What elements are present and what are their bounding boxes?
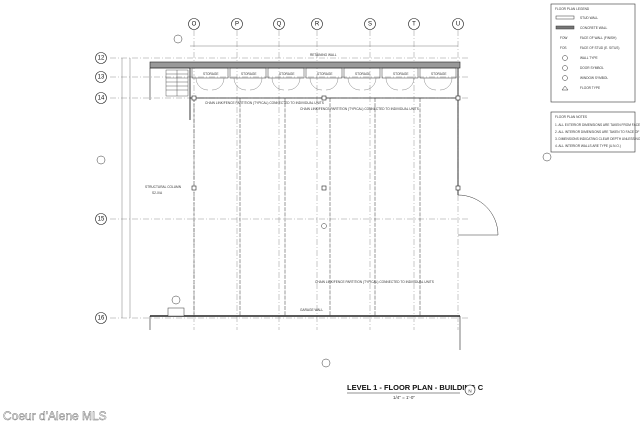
legend-symbol (562, 65, 568, 71)
retaining-wall-label: RETAINING WALL (310, 53, 337, 57)
overhead-door-swing (457, 194, 499, 236)
storage-room (191, 67, 229, 79)
mid-note: CHAIN LINK/FENCE PARTITION (TYPICAL) CON… (315, 280, 434, 284)
legend-code: FOW (560, 36, 567, 40)
legend-swatch (555, 25, 575, 30)
storage-label: STORAGE (279, 72, 295, 76)
grid-bubble-col (364, 18, 376, 30)
legend-item-label: STUD WALL (580, 16, 598, 20)
door-swing (309, 77, 339, 91)
drawing-title-block: LEVEL 1 - FLOOR PLAN - BUILDING C 1/4" =… (347, 383, 484, 400)
section-marks (96, 34, 552, 368)
grid-bubble-col (408, 18, 420, 30)
legend-item-label: FLOOR TYPE (580, 86, 600, 90)
grid-row-label: 13 (98, 75, 105, 81)
grid-bubble-row (95, 213, 107, 225)
column-marker (455, 95, 461, 101)
legend-box: FLOOR PLAN LEGEND STUD WALL CONCRETE WALL… (550, 3, 636, 103)
column-marker (191, 185, 197, 191)
storage-room (229, 67, 267, 79)
storage-label: STORAGE (203, 72, 219, 76)
storage-room (343, 67, 381, 79)
legend-item-label: WALL TYPE (580, 56, 598, 60)
grid-col-label: O (192, 22, 197, 28)
grid-bubbles: O P Q R S T U 12 13 14 15 16 (95, 18, 464, 324)
legend-item-label: CONCRETE WALL (580, 26, 608, 30)
grid-bubble-row (95, 92, 107, 104)
notes-box: FLOOR PLAN NOTES 1. ALL EXTERIOR DIMENSI… (550, 111, 640, 153)
column-marker (191, 95, 197, 101)
grid-col-label: R (315, 22, 320, 28)
grid-col-label: U (456, 22, 460, 28)
storage-room (305, 67, 343, 79)
grid-bubble-col (311, 18, 323, 30)
structural-columns (191, 95, 461, 191)
north-arrow-icon (464, 384, 476, 396)
grid-bubble-row (95, 52, 107, 64)
grid-bubble-row (95, 312, 107, 324)
grid-bubble-col (188, 18, 200, 30)
garage-wall-label: GARAGE WALL (300, 308, 323, 312)
partition-note-2: CHAIN LINK/FENCE PARTITION (TYPICAL) CON… (300, 107, 419, 111)
note-item: 3. DIMENSIONS INDICATING CLEAR DEPTH UNL… (555, 137, 640, 141)
legend-code: FOS (560, 46, 567, 50)
legend-item-label: DOOR SYMBOL (580, 66, 604, 70)
legend-symbol (561, 85, 569, 91)
grid-row-label: 14 (98, 96, 105, 102)
grid-row-label: 12 (98, 56, 105, 62)
legend-item-label: FACE OF STUD (E. SITUS) (580, 46, 620, 50)
building-walls (149, 61, 461, 350)
door-swing (385, 77, 415, 91)
grid-col-label: P (235, 22, 239, 28)
legend-item-label: FACE OF WALL (FINISH) (580, 36, 616, 40)
dimension-lines (121, 45, 458, 318)
door-swing (195, 77, 225, 91)
retaining-wall (149, 61, 461, 69)
grid-bubble-col (231, 18, 243, 30)
grid-col-label: T (412, 22, 416, 28)
column-marker (321, 185, 327, 191)
column-note: STRUCTURAL COLUMN (145, 185, 182, 189)
grid-bubble-row (95, 71, 107, 83)
grid-bubble-col (273, 18, 285, 30)
mls-watermark: Coeur d'Alene MLS (3, 409, 107, 423)
door-swing (233, 77, 263, 91)
note-item: 1. ALL EXTERIOR DIMENSIONS ARE TAKEN FRO… (555, 123, 640, 127)
storage-label: STORAGE (355, 72, 371, 76)
storage-room (267, 67, 305, 79)
door-swing (423, 77, 453, 91)
storage-label: STORAGE (241, 72, 257, 76)
legend-symbol (562, 55, 568, 61)
storage-rooms: STORAGE STORAGE STORAGE STORAGE STORAGE STORA… (191, 67, 457, 91)
column-ref: S2-X/A (152, 191, 163, 195)
drawing-scale: 1/4" = 1'-0" (393, 395, 415, 400)
door-swing (347, 77, 377, 91)
note-item: 2. ALL INTERIOR DIMENSIONS ARE TAKEN TO … (555, 130, 639, 134)
column-marker (455, 185, 461, 191)
storage-room (419, 67, 457, 79)
legend-symbol (562, 75, 568, 81)
legend-item-label: WINDOW SYMBOL (580, 76, 608, 80)
north-marker: N (468, 389, 471, 394)
storage-label: STORAGE (393, 72, 409, 76)
storage-room (381, 67, 419, 79)
notes-heading: FLOOR PLAN NOTES (555, 115, 587, 119)
storage-label: STORAGE (431, 72, 447, 76)
door-swing (271, 77, 301, 91)
stair (165, 69, 189, 97)
grid-row-label: 16 (98, 316, 105, 322)
column-marker (321, 95, 327, 101)
partition-note-1: CHAIN LINK/FENCE PARTITION (TYPICAL) CON… (205, 101, 324, 105)
note-item: 4. ALL INTERIOR WALLS ARE TYPE (U.N.O.) (555, 144, 621, 148)
storage-label: STORAGE (317, 72, 333, 76)
grid-row-label: 15 (98, 217, 105, 223)
grid-col-label: S (368, 22, 372, 28)
drawing-title: LEVEL 1 - FLOOR PLAN - BUILDING C (347, 383, 484, 392)
legend-swatch (555, 15, 575, 20)
grid-bubble-col (452, 18, 464, 30)
grid-col-label: Q (277, 22, 282, 28)
legend-heading: FLOOR PLAN LEGEND (555, 7, 590, 11)
